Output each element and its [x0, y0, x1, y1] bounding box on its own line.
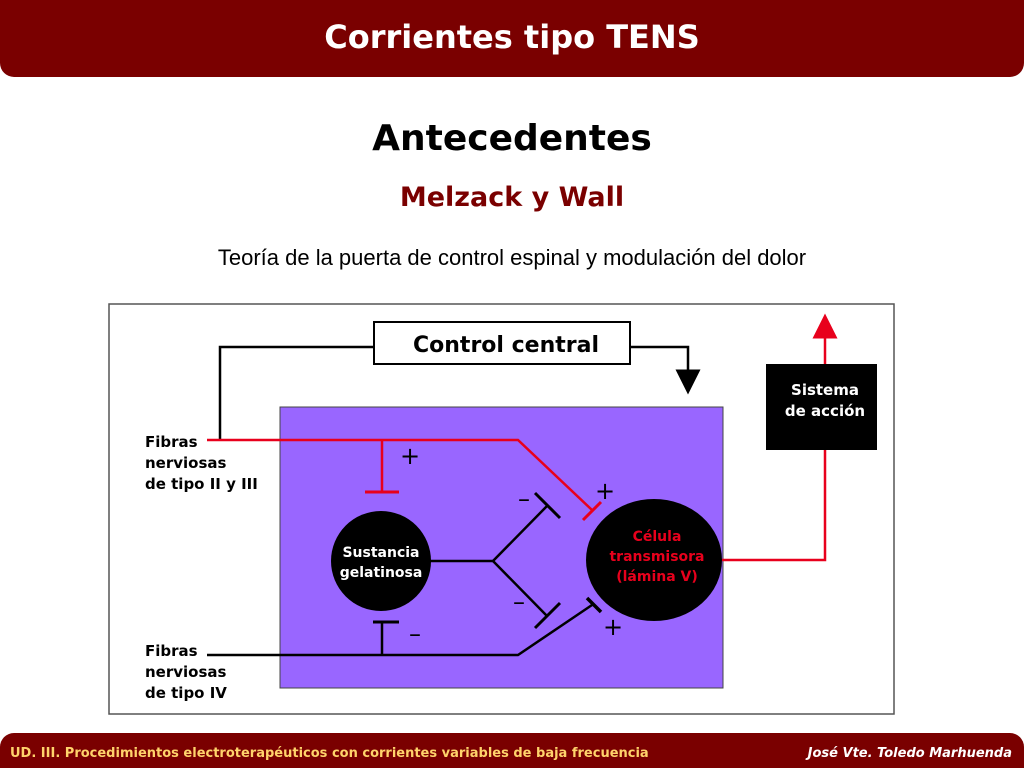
cell-label-1: Célula: [633, 529, 682, 545]
cell-bar-bottom: [585, 596, 603, 614]
cell-label-3: (lámina V): [616, 569, 698, 585]
footer-author: José Vte. Toledo Marhuenda: [807, 746, 1012, 761]
celula-transmisora-node: [586, 499, 722, 621]
fibers-iv-line: [207, 603, 593, 657]
header-bar: [0, 0, 1024, 77]
sistema-accion-box: [766, 364, 877, 450]
fibers-ii-iii-line: [207, 438, 593, 511]
cell-label-2: transmisora: [609, 549, 704, 565]
sg-fork-upper: [492, 505, 548, 562]
sg-label-2: gelatinosa: [340, 565, 423, 581]
page-title: Antecedentes: [372, 118, 652, 159]
cell-excitatory-bar-top: [581, 500, 603, 522]
sistema-accion-label-2: de acción: [785, 402, 865, 420]
page-description: Teoría de la puerta de control espinal y…: [217, 245, 807, 270]
footer-bar: [0, 733, 1024, 768]
sistema-accion-label-1: Sistema: [791, 381, 859, 399]
sustancia-gelatinosa-node: [331, 511, 431, 611]
transmission-output-line: [722, 450, 827, 562]
minus-sign-upper: –: [518, 485, 530, 513]
plus-sign-cell-bottom: +: [603, 613, 623, 641]
sg-fork-upper-bar: [533, 491, 562, 520]
sg-fork-lower-bar: [533, 601, 562, 630]
ascending-pathway-line: [218, 345, 374, 440]
fibers-iv-label-1: Fibras: [145, 642, 198, 660]
fibers-iv-label-2: nerviosas: [145, 663, 227, 681]
control-central-label: Control central: [413, 333, 599, 358]
page-header-title: Corrientes tipo TENS: [324, 18, 700, 56]
plus-sign-cell-top: +: [595, 477, 615, 505]
descending-pathway-line: [630, 345, 701, 395]
minus-sign-sg-bottom: –: [409, 620, 421, 648]
plus-sign-sg: +: [400, 442, 420, 470]
minus-sign-lower: –: [513, 588, 525, 616]
fibers-ii-iii-label-3: de tipo II y III: [145, 475, 258, 493]
page-subtitle: Melzack y Wall: [399, 182, 625, 213]
sg-fork-lower: [492, 560, 548, 617]
fibers-ii-iii-label-1: Fibras: [145, 433, 198, 451]
footer-course-title: UD. III. Procedimientos electroterapéuti…: [10, 746, 649, 761]
fibers-ii-iii-label-2: nerviosas: [145, 454, 227, 472]
sg-label-1: Sustancia: [342, 545, 419, 561]
fibers-iv-label-3: de tipo IV: [145, 684, 227, 702]
control-central-box: [373, 321, 631, 365]
